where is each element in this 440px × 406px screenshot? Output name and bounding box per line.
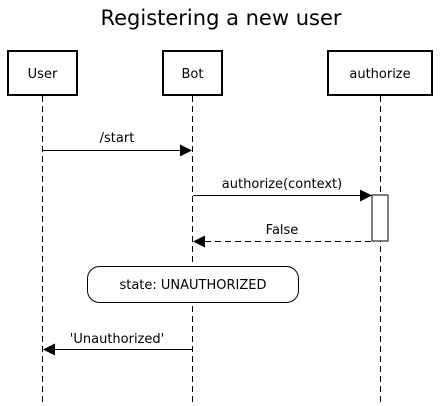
- message-authorize-return-arrowhead: [193, 235, 205, 248]
- message-unauthorized: 'Unauthorized': [43, 332, 192, 356]
- message-authorize-call-arrowhead: [360, 189, 372, 202]
- message-authorize-return-label: False: [266, 223, 299, 238]
- state-note-label: state: UNAUTHORIZED: [119, 278, 266, 293]
- participant-bot-label: Bot: [182, 67, 204, 82]
- participant-authorize-label: authorize: [349, 67, 410, 82]
- message-unauthorized-label: 'Unauthorized': [70, 332, 164, 347]
- message-authorize-return: False: [193, 223, 372, 248]
- activation-bar-authorize: [371, 194, 389, 242]
- message-authorize-call: authorize(context): [193, 177, 372, 202]
- participant-user-label: User: [28, 67, 58, 82]
- participant-user: User: [7, 50, 78, 96]
- participant-authorize: authorize: [327, 50, 433, 96]
- participant-bot: Bot: [162, 50, 223, 96]
- message-start: /start: [43, 131, 192, 157]
- message-start-arrowhead: [180, 144, 192, 157]
- state-note: state: UNAUTHORIZED: [87, 266, 299, 303]
- message-unauthorized-arrowhead: [43, 343, 55, 356]
- message-authorize-call-label: authorize(context): [222, 177, 342, 192]
- message-start-label: /start: [100, 131, 135, 146]
- diagram-title: Registering a new user: [100, 6, 341, 30]
